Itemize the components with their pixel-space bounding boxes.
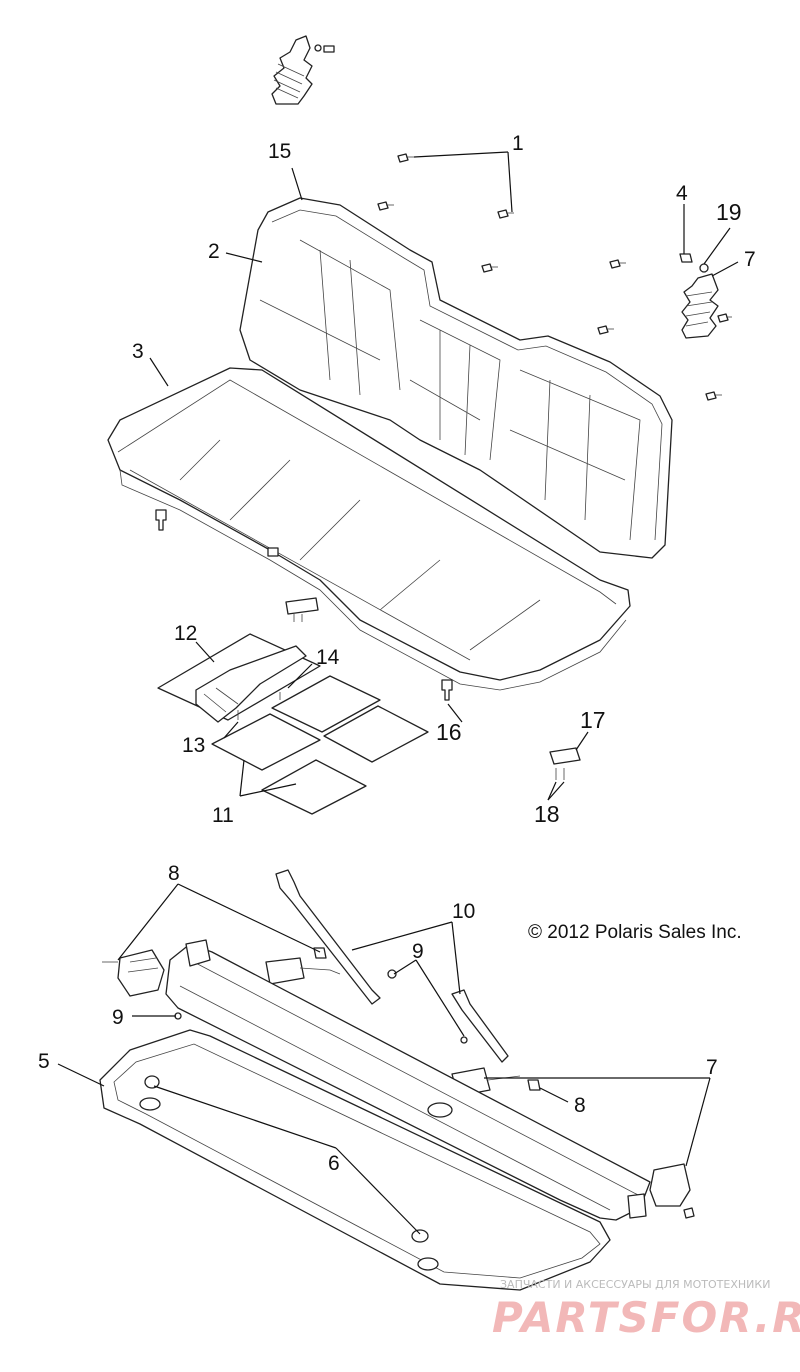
seat-frame-tube [165, 939, 651, 1221]
gas-spring-top [271, 35, 335, 105]
watermark-tagline: ЗАПЧАСТИ И АКСЕССУАРЫ ДЛЯ МОТОТЕХНИКИ [500, 1278, 770, 1291]
callout-19: 19 [716, 199, 742, 225]
callout-10: 10 [452, 900, 475, 923]
callout-7-upper: 7 [744, 248, 756, 271]
callout-12: 12 [174, 622, 197, 645]
callout-9-left: 9 [112, 1006, 124, 1029]
callout-15: 15 [268, 140, 291, 163]
buckles [102, 947, 695, 1219]
watermark-brand: PARTSFOR.RU [492, 1293, 800, 1342]
callout-labels: 1 15 2 3 4 19 7 12 14 13 16 17 18 11 8 1… [38, 132, 756, 1175]
gas-spring-right [679, 253, 719, 339]
callout-18: 18 [534, 801, 560, 827]
callout-4: 4 [676, 182, 688, 205]
seat-screws [377, 153, 732, 401]
callout-2: 2 [208, 240, 220, 263]
callout-7-lower: 7 [706, 1056, 718, 1079]
callout-14: 14 [316, 646, 340, 669]
seat-base-pan [99, 1029, 611, 1291]
studs [155, 509, 453, 701]
copyright-text: © 2012 Polaris Sales Inc. [528, 922, 742, 943]
callout-13: 13 [182, 734, 205, 757]
seat-belts [265, 869, 521, 1097]
plate-17 [549, 747, 581, 780]
seat-cushion [107, 367, 631, 691]
seat-back [239, 197, 673, 559]
callout-16: 16 [436, 719, 462, 745]
callout-9-upper: 9 [412, 940, 424, 963]
callout-6: 6 [328, 1152, 340, 1175]
leader-lines [57, 151, 739, 1235]
callout-3: 3 [132, 340, 144, 363]
callout-11: 11 [212, 804, 234, 827]
callout-1: 1 [512, 132, 524, 155]
callout-8-lower: 8 [574, 1094, 586, 1117]
watermark: ЗАПЧАСТИ И АКСЕССУАРЫ ДЛЯ МОТОТЕХНИКИ PA… [492, 1278, 800, 1342]
pads-and-bracket [157, 597, 429, 815]
callout-8-upper: 8 [168, 862, 180, 885]
callout-5: 5 [38, 1050, 50, 1073]
callout-17: 17 [580, 707, 606, 733]
